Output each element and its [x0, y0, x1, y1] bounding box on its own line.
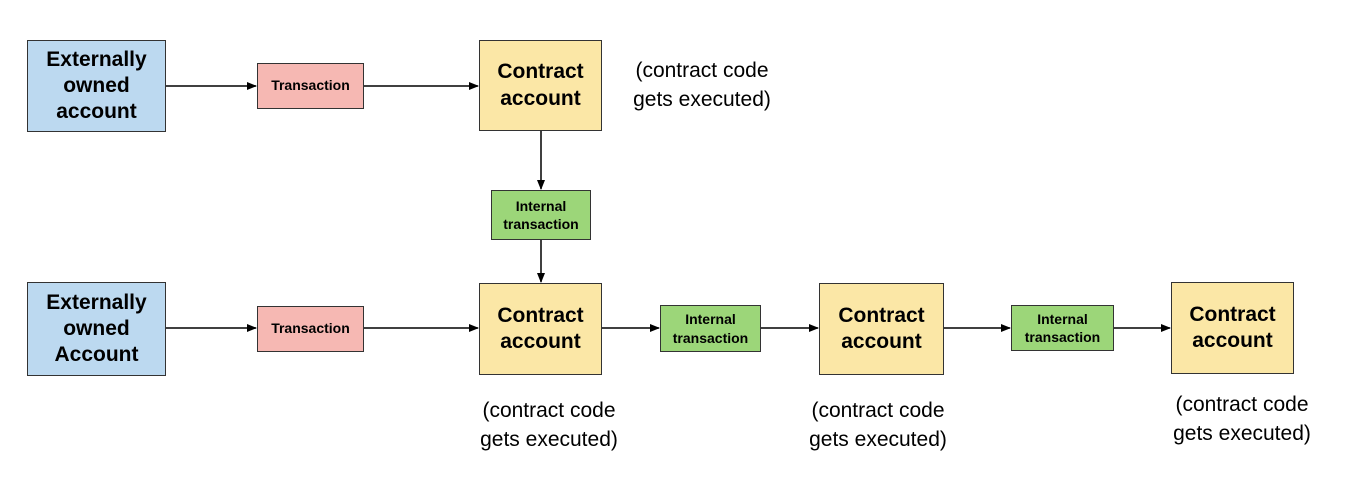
- externally-owned-account-1: Externally owned account: [27, 40, 166, 132]
- note-line: (contract code: [811, 399, 945, 422]
- note-line: gets executed): [633, 87, 771, 111]
- node-label-line: account: [841, 330, 922, 353]
- note-line: gets executed): [1173, 421, 1311, 445]
- note-line: gets executed): [480, 427, 618, 451]
- externally-owned-account-2: Externally owned Account: [27, 282, 166, 376]
- transaction-box-1: Transaction: [257, 63, 364, 109]
- note-contract-code-executed-1: (contract code gets executed): [612, 57, 792, 115]
- node-label-line: Account: [54, 343, 139, 367]
- node-label-line: Internal: [685, 311, 736, 328]
- node-label: Transaction: [271, 320, 350, 337]
- contract-account-3: Contract account: [819, 283, 944, 375]
- node-label-line: Contract: [497, 60, 584, 84]
- node-label-line: owned: [63, 316, 130, 340]
- node-label-line: account: [500, 330, 581, 353]
- node-label-line: Contract: [838, 303, 925, 327]
- transaction-box-2: Transaction: [257, 306, 364, 352]
- node-label-line: transaction: [672, 329, 749, 346]
- note-line: (contract code: [1175, 393, 1309, 416]
- internal-transaction-3: Internal transaction: [1011, 305, 1114, 351]
- contract-account-2: Contract account: [479, 283, 602, 375]
- contract-account-1: Contract account: [479, 40, 602, 131]
- node-label-line: account: [500, 86, 581, 110]
- internal-transaction-2: Internal transaction: [660, 305, 761, 352]
- note-contract-code-executed-4: (contract code gets executed): [1152, 391, 1332, 449]
- node-label-line: Externally: [46, 47, 147, 71]
- note-line: (contract code: [482, 399, 616, 422]
- node-label-line: account: [56, 100, 137, 124]
- note-contract-code-executed-2: (contract code gets executed): [459, 397, 639, 455]
- node-label-line: transaction: [1024, 329, 1101, 345]
- node-label-line: Internal: [515, 197, 567, 214]
- node-label-line: Internal: [1037, 310, 1088, 327]
- internal-transaction-vertical: Internal transaction: [491, 190, 591, 240]
- node-label-line: transaction: [503, 216, 579, 232]
- note-contract-code-executed-3: (contract code gets executed): [788, 397, 968, 455]
- node-label: Transaction: [271, 77, 350, 94]
- note-line: gets executed): [809, 427, 947, 451]
- contract-account-4: Contract account: [1171, 282, 1294, 374]
- note-line: (contract code: [635, 59, 769, 82]
- node-label-line: account: [1192, 329, 1273, 352]
- node-label-line: Contract: [497, 303, 584, 327]
- node-label-line: Externally: [46, 290, 147, 314]
- node-label-line: Contract: [1189, 302, 1276, 326]
- node-label-line: owned: [63, 73, 130, 97]
